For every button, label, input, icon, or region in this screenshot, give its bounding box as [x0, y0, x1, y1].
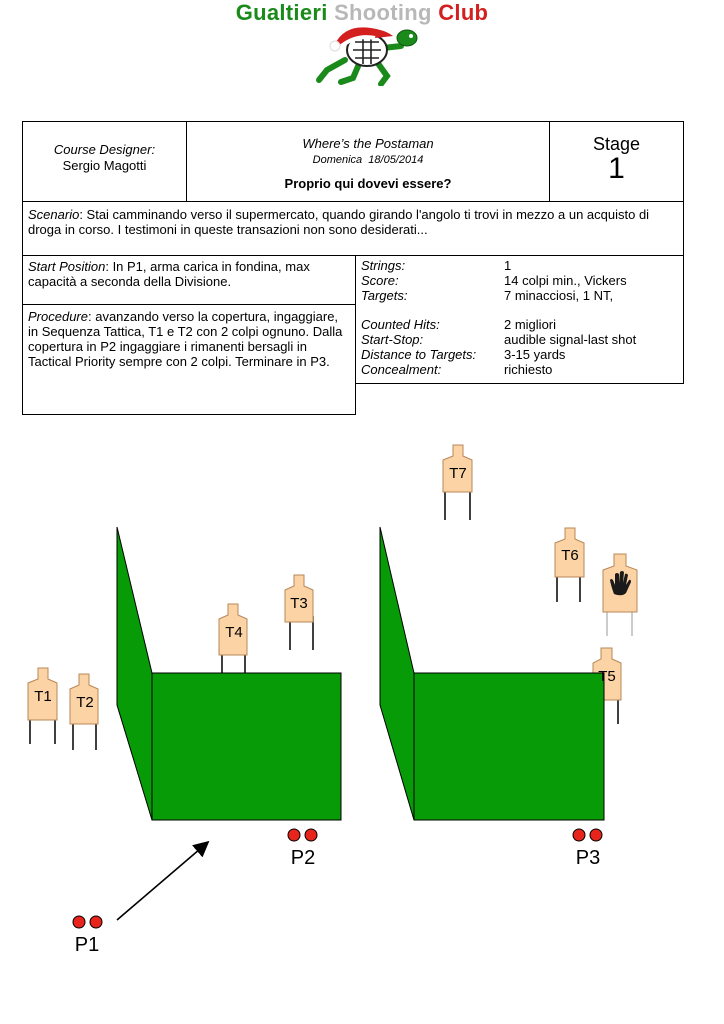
procedure-cell: Procedure: avanzando verso la copertura,… [22, 304, 356, 415]
cover-wall-right [379, 526, 605, 821]
info-value-distance: 3-15 yards [504, 347, 566, 362]
start-position-label: Start Position [28, 259, 106, 274]
info-value-start-stop: audible signal-last shot [504, 332, 637, 347]
stage-label: Stage [592, 134, 641, 154]
target-label-t2: T2 [76, 694, 94, 711]
movement-arrow [116, 840, 210, 921]
position-p2: P2 [287, 828, 318, 869]
no-shoot-target [602, 553, 638, 636]
info-value-concealment: richiesto [504, 362, 553, 377]
procedure-text: Procedure: avanzando verso la copertura,… [28, 309, 343, 369]
stage-info-cell: Strings: 1 Score: 14 colpi min., Vickers… [355, 255, 684, 384]
position-p1: P1 [72, 915, 103, 956]
target-label-t3: T3 [290, 595, 308, 612]
target-t6: T6 [554, 527, 585, 602]
position-label-p3: P3 [576, 847, 600, 869]
scenario-cell: Scenario: Stai camminando verso il super… [22, 201, 684, 256]
procedure-label: Procedure [28, 309, 88, 324]
target-t2: T2 [69, 673, 99, 750]
position-label-p2: P2 [291, 847, 315, 869]
course-designer-cell: Course Designer: Sergio Magotti [22, 121, 187, 202]
course-designer-label: Course Designer: [53, 142, 156, 157]
info-value-score: 14 colpi min., Vickers [504, 273, 627, 288]
position-label-p1: P1 [75, 934, 99, 956]
info-label-counted-hits: Counted Hits: [361, 317, 440, 332]
stage-subtitle: Proprio qui dovevi essere? [284, 176, 452, 191]
stage-diagram: T7 T6 T3 T4 T1 [27, 444, 638, 956]
stage-name: Where’s the Postaman [302, 136, 434, 151]
club-name-club: Club [438, 0, 489, 25]
target-label-t5: T5 [598, 668, 616, 685]
target-t1: T1 [27, 667, 58, 744]
scenario-label: Scenario [28, 207, 80, 222]
target-t4: T4 [218, 603, 248, 676]
info-value-counted-hits: 2 migliori [504, 317, 557, 332]
target-label-t7: T7 [449, 465, 467, 482]
info-value-strings: 1 [504, 258, 512, 273]
cover-wall-left [116, 526, 342, 821]
target-t7: T7 [442, 444, 473, 520]
stage-number-cell: Stage 1 [549, 121, 684, 202]
target-label-t1: T1 [34, 688, 52, 705]
club-name-gualtieri: Gualtieri [235, 0, 328, 25]
club-logo-turtle-icon [316, 27, 418, 86]
info-label-strings: Strings: [361, 258, 406, 273]
club-title: Gualtieri Shooting Club [0, 0, 724, 26]
target-label-t4: T4 [225, 624, 243, 641]
course-designer-name: Sergio Magotti [62, 158, 147, 173]
info-label-score: Score: [361, 273, 399, 288]
open-hand-icon [610, 571, 631, 596]
start-position-text: Start Position: In P1, arma carica in fo… [28, 259, 310, 289]
info-value-targets: 7 minacciosi, 1 NT, [504, 288, 614, 303]
stage-title-cell: Where’s the Postaman Domenica 18/05/2014… [186, 121, 550, 202]
info-label-targets: Targets: [361, 288, 408, 303]
start-position-cell: Start Position: In P1, arma carica in fo… [22, 255, 356, 305]
info-label-start-stop: Start-Stop: [361, 332, 424, 347]
stage-number: 1 [608, 152, 625, 185]
position-p3: P3 [572, 828, 603, 869]
target-label-t6: T6 [561, 547, 579, 564]
club-name-shooting: Shooting [334, 0, 432, 25]
scenario-text: Scenario: Stai camminando verso il super… [28, 207, 650, 237]
info-label-concealment: Concealment: [361, 362, 442, 377]
stage-date: Domenica 18/05/2014 [312, 154, 424, 166]
target-t3: T3 [284, 574, 314, 650]
info-label-distance: Distance to Targets: [361, 347, 477, 362]
